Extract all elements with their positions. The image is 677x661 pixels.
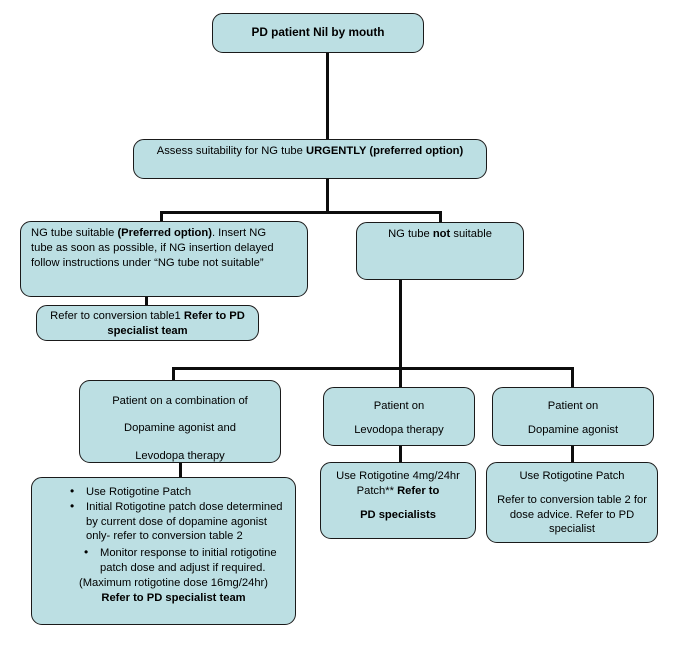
connector-ngsuitable-to-table1 — [145, 296, 148, 306]
levodopa-action-spacer — [328, 499, 468, 508]
node-start-label: PD patient Nil by mouth — [251, 25, 385, 40]
levodopa-action-l2-bold: Refer to — [397, 484, 440, 497]
node-assess-text: Assess suitability for NG tube URGENTLY … — [141, 144, 479, 159]
connector-branch-mid-drop — [399, 367, 402, 387]
table1-plain: Refer to conversion table1 — [50, 310, 184, 322]
dopamine-action-line2: Refer to conversion table 2 for — [497, 493, 647, 506]
ng-not-suitable-text: NG tube not suitable — [364, 227, 516, 242]
node-assess-ng-suitability[interactable]: Assess suitability for NG tube URGENTLY … — [133, 139, 487, 179]
combination-action-bullet-list: Use Rotigotine Patch Initial Rotigotine … — [40, 484, 287, 606]
levodopa-action-line1: Use Rotigotine 4mg/24hr — [336, 470, 460, 482]
connector-dopamine-to-action — [571, 446, 574, 462]
connector-combination-to-action — [179, 463, 182, 477]
dopamine-action-line4: specialist — [548, 523, 595, 536]
list-item: Initial Rotigotine patch dose determined… — [40, 499, 287, 544]
levodopa-action-line3: PD specialists — [328, 508, 468, 523]
node-conversion-table1[interactable]: Refer to conversion table1 Refer to PD s… — [36, 305, 259, 341]
dopamine-action-line1: Use Rotigotine Patch — [519, 470, 625, 482]
node-ng-tube-not-suitable[interactable]: NG tube not suitable — [356, 222, 524, 280]
node-patient-combination[interactable]: Patient on a combination of Dopamine ago… — [79, 380, 281, 463]
dopamine-action-line3: dose advice. Refer to PD — [509, 508, 635, 521]
node-levodopa-action[interactable]: Use Rotigotine 4mg/24hr Patch** Refer to… — [320, 462, 476, 539]
assess-bold: URGENTLY (preferred option) — [305, 145, 464, 157]
ngnot-pre: NG tube — [388, 228, 433, 240]
connector-levodopa-to-action — [399, 446, 402, 462]
levodopa-action-l2-plain: Patch** — [356, 484, 398, 497]
ng-suitable-line3: follow instructions under “NG tube not s… — [31, 256, 264, 269]
connector-split-left-drop — [160, 211, 163, 225]
node-dopamine-action[interactable]: Use Rotigotine Patch Refer to conversion… — [486, 462, 658, 543]
connector-branch-right-drop — [571, 367, 574, 387]
list-item: Monitor response to initial rotigotine p… — [40, 545, 287, 606]
levodopa-line1: Patient on — [373, 400, 425, 412]
dopamine-action-spacer — [494, 484, 650, 493]
connector-split-bar-bottom — [172, 367, 574, 370]
levodopa-action-l3-bold: PD specialists — [360, 508, 436, 521]
connector-split-bar-top — [160, 211, 442, 214]
node-patient-levodopa[interactable]: Patient on Levodopa therapy — [323, 387, 475, 446]
node-ng-tube-suitable[interactable]: NG tube suitable (Preferred option). Ins… — [20, 221, 308, 297]
connector-start-to-assess — [326, 52, 329, 140]
node-combination-action[interactable]: Use Rotigotine Patch Initial Rotigotine … — [31, 477, 296, 625]
assess-plain: Assess suitability for NG tube — [156, 145, 306, 157]
table1-bold: Refer to PD specialist team — [107, 310, 245, 337]
dopamine-line2: Dopamine agonist — [527, 424, 619, 437]
connector-ngnot-down — [399, 280, 402, 370]
connector-split-right-drop — [439, 211, 442, 223]
list-item: Use Rotigotine Patch — [40, 484, 287, 500]
connector-assess-down — [326, 178, 329, 214]
combination-action-bullet3-text: Monitor response to initial rotigotine p… — [100, 547, 277, 574]
ng-suitable-l1b: (Preferred option) — [117, 227, 212, 239]
dopamine-line1: Patient on — [547, 400, 599, 412]
ng-suitable-l1a: NG tube suitable — [31, 227, 118, 239]
ng-suitable-l1c: . Insert NG — [211, 227, 267, 239]
ng-suitable-line1: NG tube suitable (Preferred option). Ins… — [31, 226, 299, 241]
levodopa-action-line2: Patch** Refer to — [328, 484, 468, 499]
combination-line3: Levodopa therapy — [135, 449, 225, 462]
node-start[interactable]: PD patient Nil by mouth — [212, 13, 424, 53]
combination-action-line4: (Maximum rotigotine dose 16mg/24hr) — [78, 576, 269, 589]
combination-action-line5: Refer to PD specialist team — [101, 592, 246, 605]
node-patient-dopamine[interactable]: Patient on Dopamine agonist — [492, 387, 654, 446]
ng-suitable-line2: tube as soon as possible, if NG insertio… — [31, 241, 274, 254]
levodopa-line2: Levodopa therapy — [354, 424, 444, 437]
combination-line1: Patient on a combination of — [112, 395, 248, 407]
ngnot-bold: not — [432, 228, 451, 240]
conversion-table1-text: Refer to conversion table1 Refer to PD s… — [44, 309, 251, 339]
ngnot-post: suitable — [450, 228, 492, 240]
combination-line2: Dopamine agonist and — [124, 422, 236, 435]
connector-branch-left-drop — [172, 367, 175, 381]
